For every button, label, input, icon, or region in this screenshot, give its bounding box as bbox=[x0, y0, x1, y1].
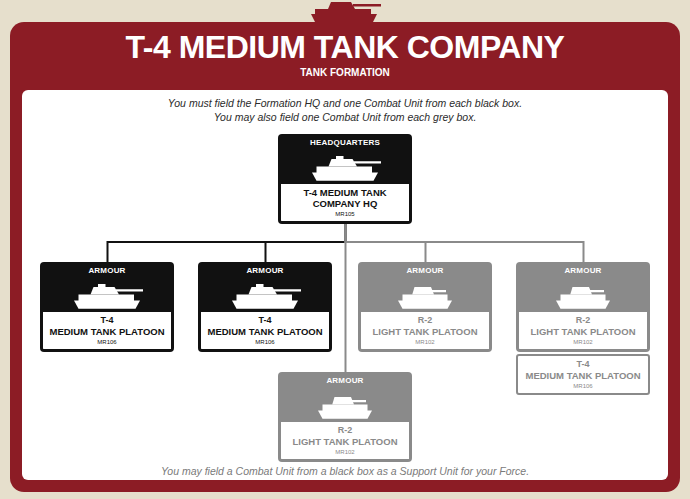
instruction-note: You may also field one Combat Unit from … bbox=[20, 111, 670, 125]
tank-silhouette bbox=[387, 281, 463, 311]
tank-area bbox=[278, 150, 412, 184]
box-heading: HEADQUARTERS bbox=[280, 138, 410, 147]
tank-designation: T-4 bbox=[204, 315, 326, 326]
connector-line bbox=[266, 224, 346, 262]
tank-silhouette bbox=[307, 391, 383, 421]
box-panel: R-2LIGHT TANK PLATOONMR102 bbox=[516, 312, 650, 352]
unit-box: ARMOUR T-4MEDIUM TANK PLATOONMR106 bbox=[40, 262, 174, 352]
unit-name: MEDIUM TANK PLATOON bbox=[46, 326, 168, 337]
unit-box: ARMOUR T-4MEDIUM TANK PLATOONMR106 bbox=[198, 262, 332, 352]
unit-code: MR102 bbox=[284, 448, 406, 456]
tank-designation: R-2 bbox=[284, 425, 406, 436]
unit-name: MEDIUM TANK PLATOON bbox=[521, 370, 645, 381]
tank-silhouette bbox=[69, 281, 145, 311]
tank-area bbox=[278, 388, 412, 422]
unit-code: MR105 bbox=[284, 210, 406, 218]
tank-silhouette bbox=[227, 281, 303, 311]
tank-designation: T-4 bbox=[521, 359, 645, 370]
unit-code: MR106 bbox=[204, 338, 326, 346]
box-heading: ARMOUR bbox=[360, 266, 490, 275]
box-header: ARMOUR bbox=[358, 262, 492, 278]
unit-name: T-4 MEDIUM TANK COMPANY HQ bbox=[284, 187, 406, 209]
tank-designation: T-4 bbox=[46, 315, 168, 326]
box-panel: T-4 MEDIUM TANK COMPANY HQMR105 bbox=[278, 184, 412, 224]
unit-name: LIGHT TANK PLATOON bbox=[522, 326, 644, 337]
unit-name: LIGHT TANK PLATOON bbox=[284, 436, 406, 447]
unit-box: HEADQUARTERS T-4 MEDIUM TANK COMPANY HQMR… bbox=[278, 134, 412, 224]
tank-designation: R-2 bbox=[522, 315, 644, 326]
box-header: ARMOUR bbox=[278, 372, 412, 388]
tank-silhouette bbox=[307, 153, 383, 183]
unit-code: MR102 bbox=[364, 338, 486, 346]
formation-title: T-4 MEDIUM TANK COMPANY bbox=[0, 28, 690, 66]
tank-area bbox=[198, 278, 332, 312]
tank-emblem bbox=[305, 0, 385, 24]
instruction-note: You may field a Combat Unit from a black… bbox=[20, 465, 670, 479]
instruction-note: You must field the Formation HQ and one … bbox=[20, 97, 670, 111]
unit-name: LIGHT TANK PLATOON bbox=[364, 326, 486, 337]
box-header: ARMOUR bbox=[516, 262, 650, 278]
option-box: T-4MEDIUM TANK PLATOONMR106 bbox=[516, 354, 650, 395]
tank-area bbox=[358, 278, 492, 312]
unit-code: MR106 bbox=[46, 338, 168, 346]
unit-box: ARMOUR R-2LIGHT TANK PLATOONMR102 bbox=[278, 372, 412, 462]
box-header: ARMOUR bbox=[40, 262, 174, 278]
connector-line bbox=[345, 224, 347, 372]
box-panel: R-2LIGHT TANK PLATOONMR102 bbox=[358, 312, 492, 352]
box-heading: ARMOUR bbox=[280, 376, 410, 385]
box-panel: R-2LIGHT TANK PLATOONMR102 bbox=[278, 422, 412, 462]
connector-line bbox=[108, 224, 346, 262]
tank-designation: R-2 bbox=[364, 315, 486, 326]
box-panel: T-4MEDIUM TANK PLATOONMR106 bbox=[198, 312, 332, 352]
formation-subtitle: TANK FORMATION bbox=[20, 66, 670, 79]
unit-box: ARMOURR-2LIGHT TANK PLATOONMR102T-4MEDIU… bbox=[516, 262, 650, 395]
tank-area bbox=[516, 278, 650, 312]
box-panel: T-4MEDIUM TANK PLATOONMR106 bbox=[40, 312, 174, 352]
tank-area bbox=[40, 278, 174, 312]
box-heading: ARMOUR bbox=[518, 266, 648, 275]
box-header: HEADQUARTERS bbox=[278, 134, 412, 150]
box-heading: ARMOUR bbox=[42, 266, 172, 275]
unit-code: MR106 bbox=[521, 382, 645, 390]
tank-silhouette bbox=[545, 281, 621, 311]
connector-line bbox=[346, 224, 584, 262]
box-heading: ARMOUR bbox=[200, 266, 330, 275]
unit-code: MR102 bbox=[522, 338, 644, 346]
unit-name: MEDIUM TANK PLATOON bbox=[204, 326, 326, 337]
box-header: ARMOUR bbox=[198, 262, 332, 278]
unit-box: ARMOUR R-2LIGHT TANK PLATOONMR102 bbox=[358, 262, 492, 352]
